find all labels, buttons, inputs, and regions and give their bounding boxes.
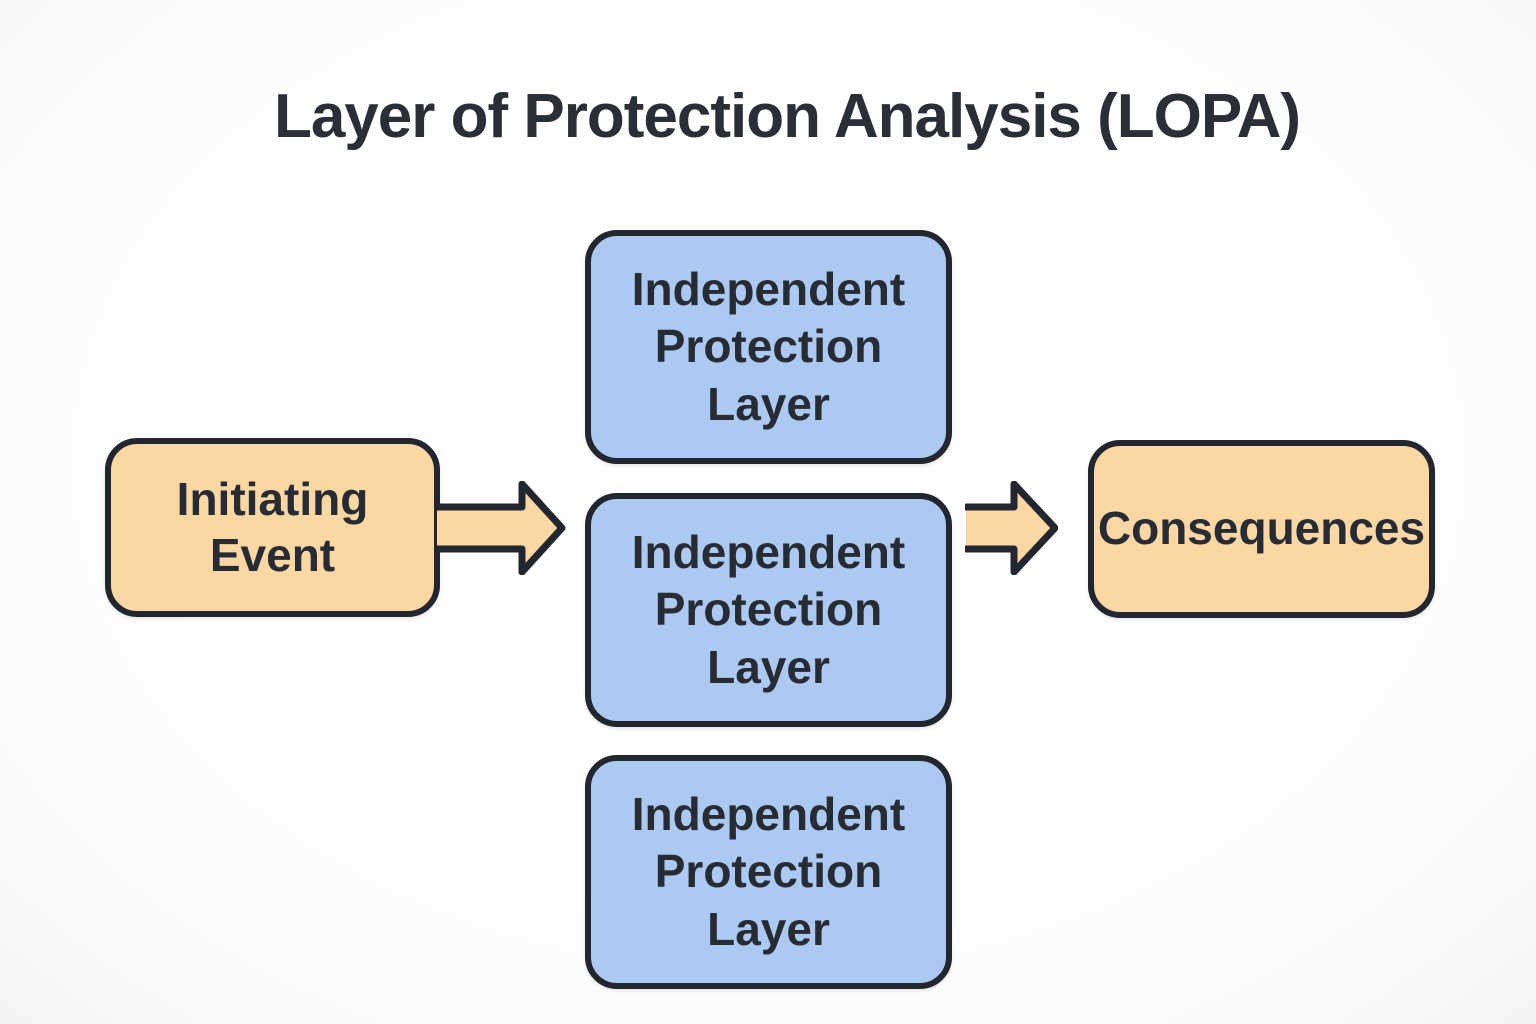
node-independent-protection-layer-3: Independent Protection Layer [585,755,952,989]
node-independent-protection-layer-2: Independent Protection Layer [585,493,952,727]
node-consequences: Consequences [1088,440,1435,618]
right-arrow-icon [965,481,1058,575]
node-initiating-event: Initiating Event [105,438,440,617]
diagram-title: Layer of Protection Analysis (LOPA) [273,82,1301,151]
right-arrow-icon [436,481,566,575]
node-independent-protection-layer-1: Independent Protection Layer [585,230,952,464]
